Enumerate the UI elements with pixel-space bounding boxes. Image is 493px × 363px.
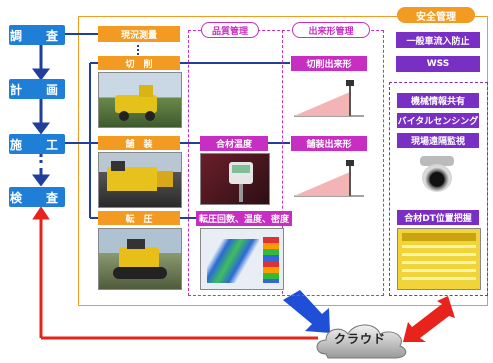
rolling-info-label: 転圧回数、温度、密度 (196, 211, 292, 226)
security-camera-icon (418, 156, 456, 196)
safety-item-intrusion: 一般車流入防止 (396, 32, 480, 48)
dt-position-screen (397, 228, 481, 290)
survey-label: 現況測量 (98, 26, 180, 42)
cloud-shape (316, 324, 407, 359)
safety-subitem-remote: 現場遠隔監視 (397, 133, 479, 148)
step-inspection: 検 査 (9, 187, 65, 207)
cloud-sync-arrow (403, 296, 455, 342)
cloud-upload-arrow (283, 290, 330, 333)
paving-machine-photo (98, 152, 182, 208)
step-construction: 施 工 (9, 134, 65, 154)
safety-header: 安全管理 (397, 7, 475, 23)
pave-shape-profile (294, 160, 364, 197)
quality-header: 品質管理 (201, 22, 259, 38)
quality-frame (188, 30, 384, 296)
paving-label: 舗 装 (98, 136, 180, 150)
dt-position-label: 合材DT位置把握 (397, 210, 479, 225)
cutting-label: 切 削 (98, 56, 180, 70)
roller-machine-photo (98, 228, 182, 290)
safety-frame (389, 82, 488, 296)
cloud-label: クラウド (334, 332, 387, 346)
rolling-heatmap-screen (200, 228, 284, 290)
cutting-machine-photo (98, 72, 182, 128)
safety-subitem-vital: バイタルセンシング (397, 113, 479, 128)
cut-shape-profile (294, 80, 364, 117)
pave-shape-label: 舗装出来形 (291, 136, 367, 151)
rolling-label: 転 圧 (98, 211, 180, 225)
mix-temperature-label: 合材温度 (200, 136, 268, 151)
cut-shape-label: 切削出来形 (291, 56, 367, 71)
step-plan: 計 画 (9, 79, 65, 99)
quality-dimension-divider (282, 30, 283, 294)
step-survey: 調 査 (9, 25, 65, 45)
safety-item-wss: WSS (396, 56, 480, 72)
dimension-header: 出来形管理 (292, 22, 370, 38)
temperature-sensor-photo (200, 153, 270, 205)
safety-subitem-machine-info: 機械情報共有 (397, 93, 479, 108)
